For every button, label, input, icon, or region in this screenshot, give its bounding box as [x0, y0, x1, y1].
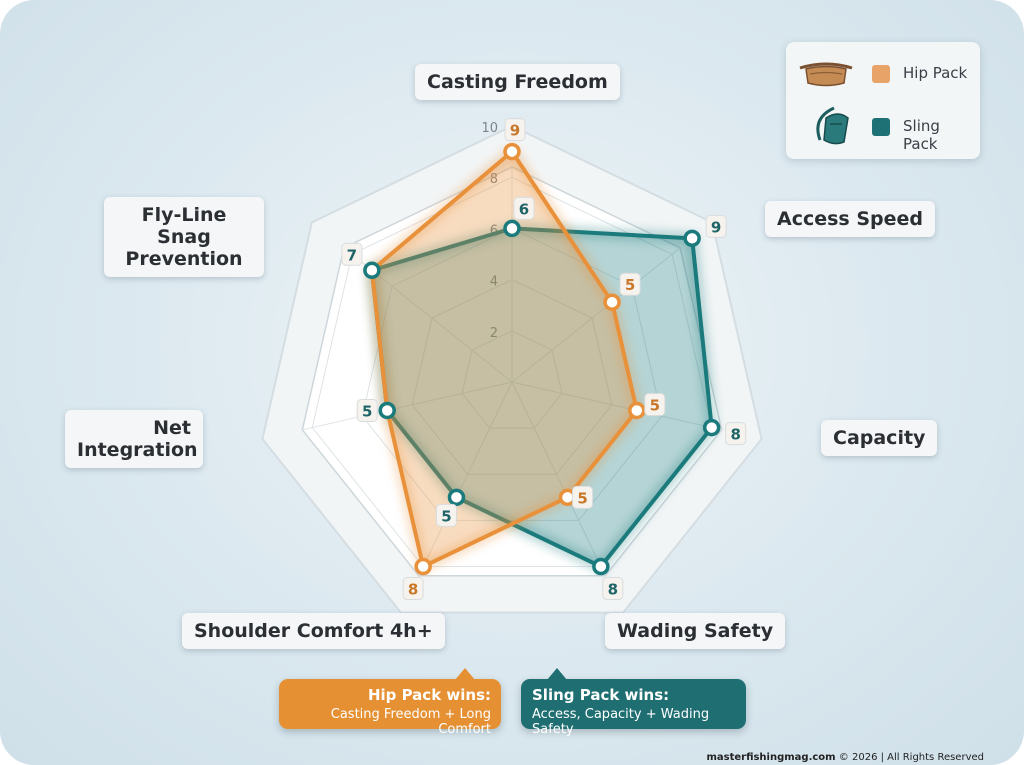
radar-tick-label: 2 [490, 326, 498, 341]
data-label-bg-sling-pack [513, 196, 535, 220]
axis-label-wading-safety: Wading Safety [605, 613, 786, 649]
legend-item-sling-pack: Sling Pack [798, 106, 978, 153]
axis-label-shoulder-comfort: Shoulder Comfort 4h+ [182, 613, 445, 649]
callout-hip-text: Casting Freedom + Long Comfort [330, 707, 491, 737]
data-label-sling-pack: 8 [730, 426, 740, 444]
axis-label-fly-line-snag: Fly-Line Snag Prevention [104, 197, 264, 277]
footer-copyright: masterfishingmag.com © 2026 | All Rights… [706, 752, 984, 763]
data-label-sling-pack: 5 [362, 402, 372, 420]
radar-spoke [511, 381, 606, 576]
callout-sling-text: Access, Capacity + Wading Safety [532, 707, 710, 737]
data-label-bg-hip-pack [644, 392, 666, 416]
data-point-hip-pack [628, 401, 646, 420]
data-point-sling-pack [592, 557, 610, 576]
data-point-sling-pack [378, 401, 396, 420]
legend-swatch-sling-pack [872, 118, 890, 136]
radar-spoke [302, 381, 513, 431]
data-point-sling-pack [503, 219, 521, 238]
radar-grid-ring [411, 279, 613, 475]
footer-site: masterfishingmag.com [706, 752, 836, 763]
data-label-sling-pack: 8 [608, 581, 618, 599]
data-label-sling-pack: 5 [441, 507, 451, 525]
legend-label-hip-pack: Hip Pack [903, 64, 968, 82]
legend-item-hip-pack: Hip Pack [798, 53, 978, 93]
axis-label-net-integration: Net Integration [65, 410, 203, 468]
data-label-bg-sling-pack [435, 503, 457, 527]
data-point-sling-pack [702, 418, 721, 437]
legend-label-sling-pack: Sling Pack [903, 117, 940, 153]
radar-tick-label: 10 [481, 121, 498, 136]
radar-grid-ring [461, 330, 563, 429]
radar-grid-ring [311, 176, 713, 568]
hip-pack-icon [799, 62, 853, 87]
axis-label-access-speed: Access Speed [765, 201, 936, 237]
radar-tick-label: 8 [490, 172, 498, 187]
series-area-hip-pack [369, 149, 639, 569]
callout-pointer [547, 668, 567, 680]
data-label-bg-hip-pack [572, 485, 594, 509]
footer-rights: © 2026 | All Rights Reserved [838, 752, 984, 763]
data-label-hip-pack: 5 [650, 396, 660, 414]
radar-tick-label: 4 [490, 275, 498, 290]
legend: Hip Pack Sling Pack [786, 42, 980, 159]
axis-label-capacity: Capacity [821, 420, 938, 456]
data-point-hip-pack [603, 293, 621, 311]
data-point-sling-pack [683, 229, 701, 248]
callout-hip-pack-wins: Hip Pack wins: Casting Freedom + Long Co… [279, 668, 501, 737]
data-label-sling-pack: 6 [519, 200, 529, 218]
radar-spoke [418, 381, 513, 576]
callout-sling-title: Sling Pack wins: [532, 686, 670, 704]
radar-spoke [511, 381, 722, 431]
data-label-hip-pack: 8 [408, 581, 418, 599]
data-label-hip-pack: 9 [510, 122, 520, 140]
data-label-bg-sling-pack [602, 577, 624, 601]
data-label-bg-hip-pack [619, 272, 641, 296]
data-label-bg-sling-pack [705, 214, 727, 238]
data-label-bg-sling-pack [725, 422, 747, 446]
callout-sling-pack-wins: Sling Pack wins: Access, Capacity + Wadi… [521, 668, 746, 737]
data-point-hip-pack [414, 557, 432, 576]
sling-pack-icon [816, 106, 849, 145]
data-label-bg-sling-pack [341, 242, 363, 266]
data-label-sling-pack: 7 [347, 246, 357, 264]
data-label-hip-pack: 5 [577, 489, 587, 507]
data-point-sling-pack [447, 488, 466, 507]
radar-spoke [511, 247, 681, 383]
data-point-sling-pack [363, 261, 381, 280]
data-point-hip-pack [503, 142, 521, 161]
data-label-bg-hip-pack [504, 118, 526, 142]
data-label-bg-sling-pack [356, 398, 378, 422]
legend-swatch-hip-pack [872, 65, 890, 83]
data-label-hip-pack: 5 [625, 276, 635, 294]
data-label-sling-pack: 9 [711, 218, 721, 236]
callout-hip-title: Hip Pack wins: [367, 686, 491, 704]
data-label-bg-hip-pack [402, 577, 424, 601]
axis-label-casting-freedom: Casting Freedom [415, 64, 620, 100]
callout-pointer [455, 668, 475, 680]
